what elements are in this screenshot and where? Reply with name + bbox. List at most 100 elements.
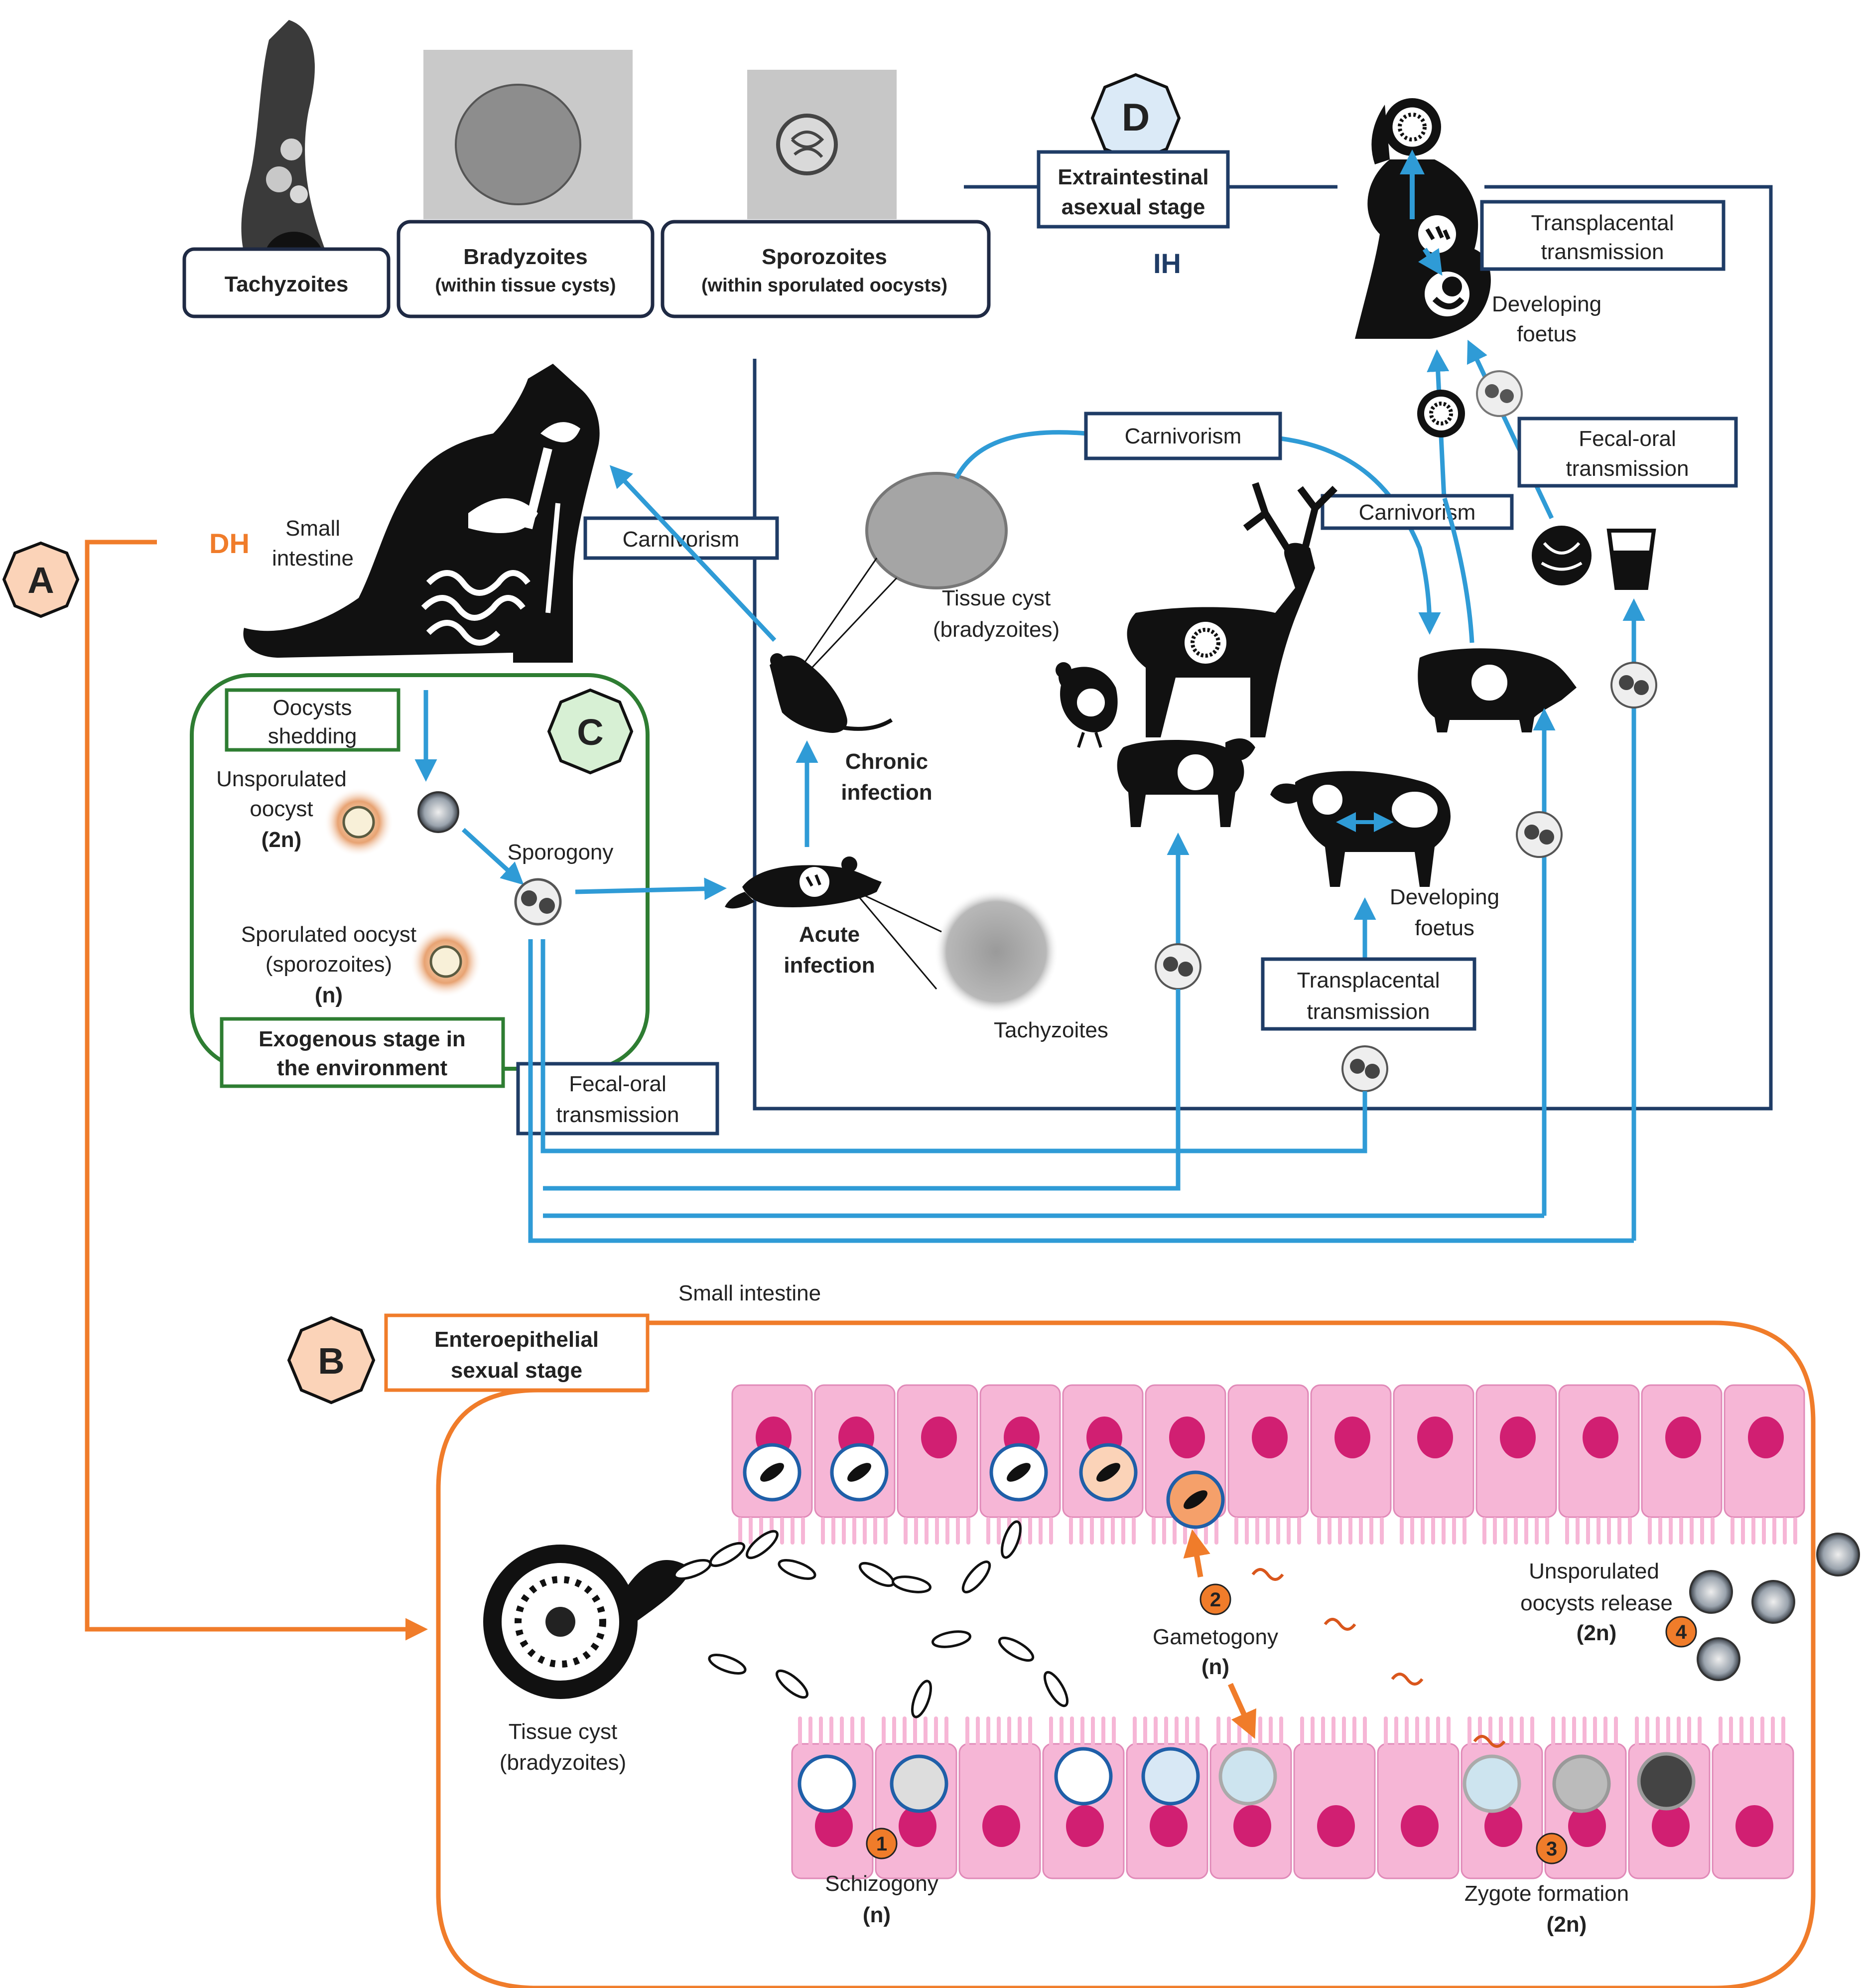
- svg-text:Fecal-oral: Fecal-oral: [1579, 426, 1676, 451]
- sporulated-ploidy: (n): [315, 983, 343, 1007]
- unsporulated-oocyst-icon: [417, 791, 459, 833]
- intestine-tissue-cyst-icon: [483, 1545, 692, 1699]
- intestine-orange-frame: [436, 1320, 1816, 1988]
- unsporulated-ploidy: (2n): [262, 828, 302, 852]
- svg-text:Fecal-oral: Fecal-oral: [569, 1072, 666, 1096]
- svg-text:4: 4: [1676, 1621, 1687, 1643]
- oocyst-to-mouse-arrow: [575, 877, 727, 900]
- gametogony-label: Gametogony: [1153, 1625, 1278, 1649]
- svg-text:Carnivorism: Carnivorism: [1359, 500, 1476, 525]
- svg-text:3: 3: [1546, 1838, 1557, 1860]
- sheep-path-oocyst-icon: [1155, 943, 1201, 990]
- acute-infection-line1: Acute: [799, 922, 860, 947]
- deer-cyst-icon: [1183, 620, 1228, 666]
- maternal-tachyzoites-icon: [1418, 215, 1456, 253]
- oocysts-release-ploidy: (2n): [1577, 1621, 1617, 1645]
- svg-text:Oocysts: Oocysts: [273, 696, 352, 720]
- step-3-marker: 3: [1536, 1833, 1568, 1864]
- badge-c: C: [547, 688, 634, 775]
- bradyzoites-label-box: Bradyzoites (within tissue cysts): [397, 220, 655, 318]
- upper-epithelial-cell: [1310, 1384, 1392, 1545]
- svg-text:transmission: transmission: [556, 1103, 679, 1127]
- upper-epithelial-cell: [1724, 1384, 1805, 1545]
- svg-text:transmission: transmission: [1566, 456, 1689, 481]
- lower-epithelial-layer: [791, 1716, 1794, 1879]
- zygote-ploidy: (2n): [1547, 1912, 1587, 1937]
- chronic-infection-line2: infection: [841, 780, 932, 805]
- microgametes: [1251, 1568, 1506, 1748]
- gametogony-arrow-up: [1183, 1529, 1210, 1577]
- tachyzoites-label-box: Tachyzoites: [182, 247, 391, 318]
- sporozoites-label: Sporozoites: [762, 245, 887, 269]
- small-intestine-label-line2: intestine: [272, 546, 354, 570]
- water-glass-icon: [1606, 529, 1656, 590]
- oocysts-release-line2: oocysts release: [1520, 1591, 1673, 1615]
- unsporulated-label-line1: Unsporulated: [216, 767, 347, 791]
- ih-frame: [753, 185, 1773, 1111]
- svg-text:C: C: [577, 711, 603, 753]
- sporozoites-label-box: Sporozoites (within sporulated oocysts): [661, 220, 991, 318]
- intestine-tissue-cyst-line1: Tissue cyst: [509, 1719, 617, 1744]
- fecal-oral-distribution-lines: [528, 939, 1634, 1243]
- svg-text:Transplacental: Transplacental: [1297, 968, 1440, 993]
- bradyzoites-sublabel: (within tissue cysts): [435, 275, 616, 296]
- svg-text:Enteroepithelial: Enteroepithelial: [434, 1327, 599, 1352]
- chicken-cyst-icon: [1075, 687, 1107, 718]
- exogenous-stage-box: Exogenous stage in the environment: [220, 1017, 505, 1088]
- bradyzoites-label: Bradyzoites: [463, 245, 587, 269]
- lower-parasitophorous-vacuole: [1054, 1747, 1113, 1806]
- pregnant-sheep-cyst-icon: [1311, 783, 1344, 817]
- deer-silhouette: [1127, 482, 1337, 737]
- enteroepithelial-stage-box: Enteroepithelial sexual stage: [384, 1313, 650, 1392]
- schizogony-ploidy: (n): [863, 1903, 891, 1927]
- pig-path-oocyst-icon: [1516, 811, 1563, 858]
- oocysts-shedding-box: Oocysts shedding: [225, 688, 400, 752]
- svg-text:1: 1: [876, 1833, 887, 1855]
- released-oocysts: [1689, 1533, 1860, 1681]
- zygote-formation-label: Zygote formation: [1465, 1881, 1629, 1906]
- sheep-cyst-icon: [1176, 752, 1215, 792]
- lower-parasitophorous-vacuole: [1141, 1747, 1200, 1806]
- pig-up-arrow: [1442, 497, 1474, 643]
- upper-epithelial-layer: [731, 1384, 1805, 1545]
- pregnant-sheep-silhouette: [1270, 771, 1451, 887]
- upper-parasitophorous-vacuole: [1166, 1470, 1225, 1529]
- rodent-tissue-cyst-line2: (bradyzoites): [933, 617, 1060, 642]
- lower-parasitophorous-vacuole: [890, 1754, 948, 1813]
- oocyst-to-human-arrow: [1466, 339, 1554, 519]
- top-carnivorism-box: Carnivorism: [1084, 412, 1282, 460]
- lower-epithelial-cell: [1293, 1716, 1376, 1879]
- sporulated-label-line1: Sporulated oocyst: [241, 922, 416, 947]
- unsporulated-label-line2: oocyst: [250, 797, 313, 821]
- tachyzoites-micrograph-round: [934, 889, 1059, 1014]
- sheep-foetus-icon: [1390, 790, 1440, 830]
- human-path-cyst-icon: [1417, 390, 1465, 437]
- pregnant-sheep-path-oocyst-icon: [1341, 1045, 1388, 1092]
- svg-text:the environment: the environment: [277, 1056, 448, 1080]
- svg-text:transmission: transmission: [1307, 999, 1430, 1024]
- upper-epithelial-cell: [1558, 1384, 1640, 1545]
- rat-chronic-silhouette: [770, 653, 893, 733]
- small-intestine-label-line1: Small: [285, 516, 340, 541]
- svg-text:transmission: transmission: [1541, 240, 1664, 264]
- acute-infection-line2: infection: [784, 953, 875, 978]
- released-bradyzoites: [673, 1520, 1069, 1718]
- sporogony-arrow: [461, 828, 524, 885]
- svg-text:Carnivorism: Carnivorism: [1125, 424, 1242, 448]
- lower-parasitophorous-vacuole: [1218, 1747, 1277, 1806]
- svg-text:sexual stage: sexual stage: [451, 1358, 582, 1383]
- upper-epithelial-cell: [1393, 1384, 1474, 1545]
- tissue-cyst-image: [455, 84, 581, 205]
- cat-carnivorism-box: Carnivorism: [583, 516, 779, 560]
- step-4-marker: 4: [1665, 1616, 1697, 1648]
- upper-parasitophorous-vacuole: [989, 1443, 1048, 1502]
- badge-a: A: [2, 541, 80, 618]
- env-fecal-oral-box: Fecal-oral transmission: [516, 1062, 719, 1136]
- svg-text:Exogenous stage in: Exogenous stage in: [259, 1027, 466, 1051]
- tissue-cyst-micrograph: [865, 472, 1008, 589]
- svg-text:shedding: shedding: [268, 724, 357, 748]
- badge-d: D: [1090, 73, 1181, 163]
- food-path-oocyst-icon: [1610, 662, 1657, 709]
- upper-epithelial-cell: [1641, 1384, 1723, 1545]
